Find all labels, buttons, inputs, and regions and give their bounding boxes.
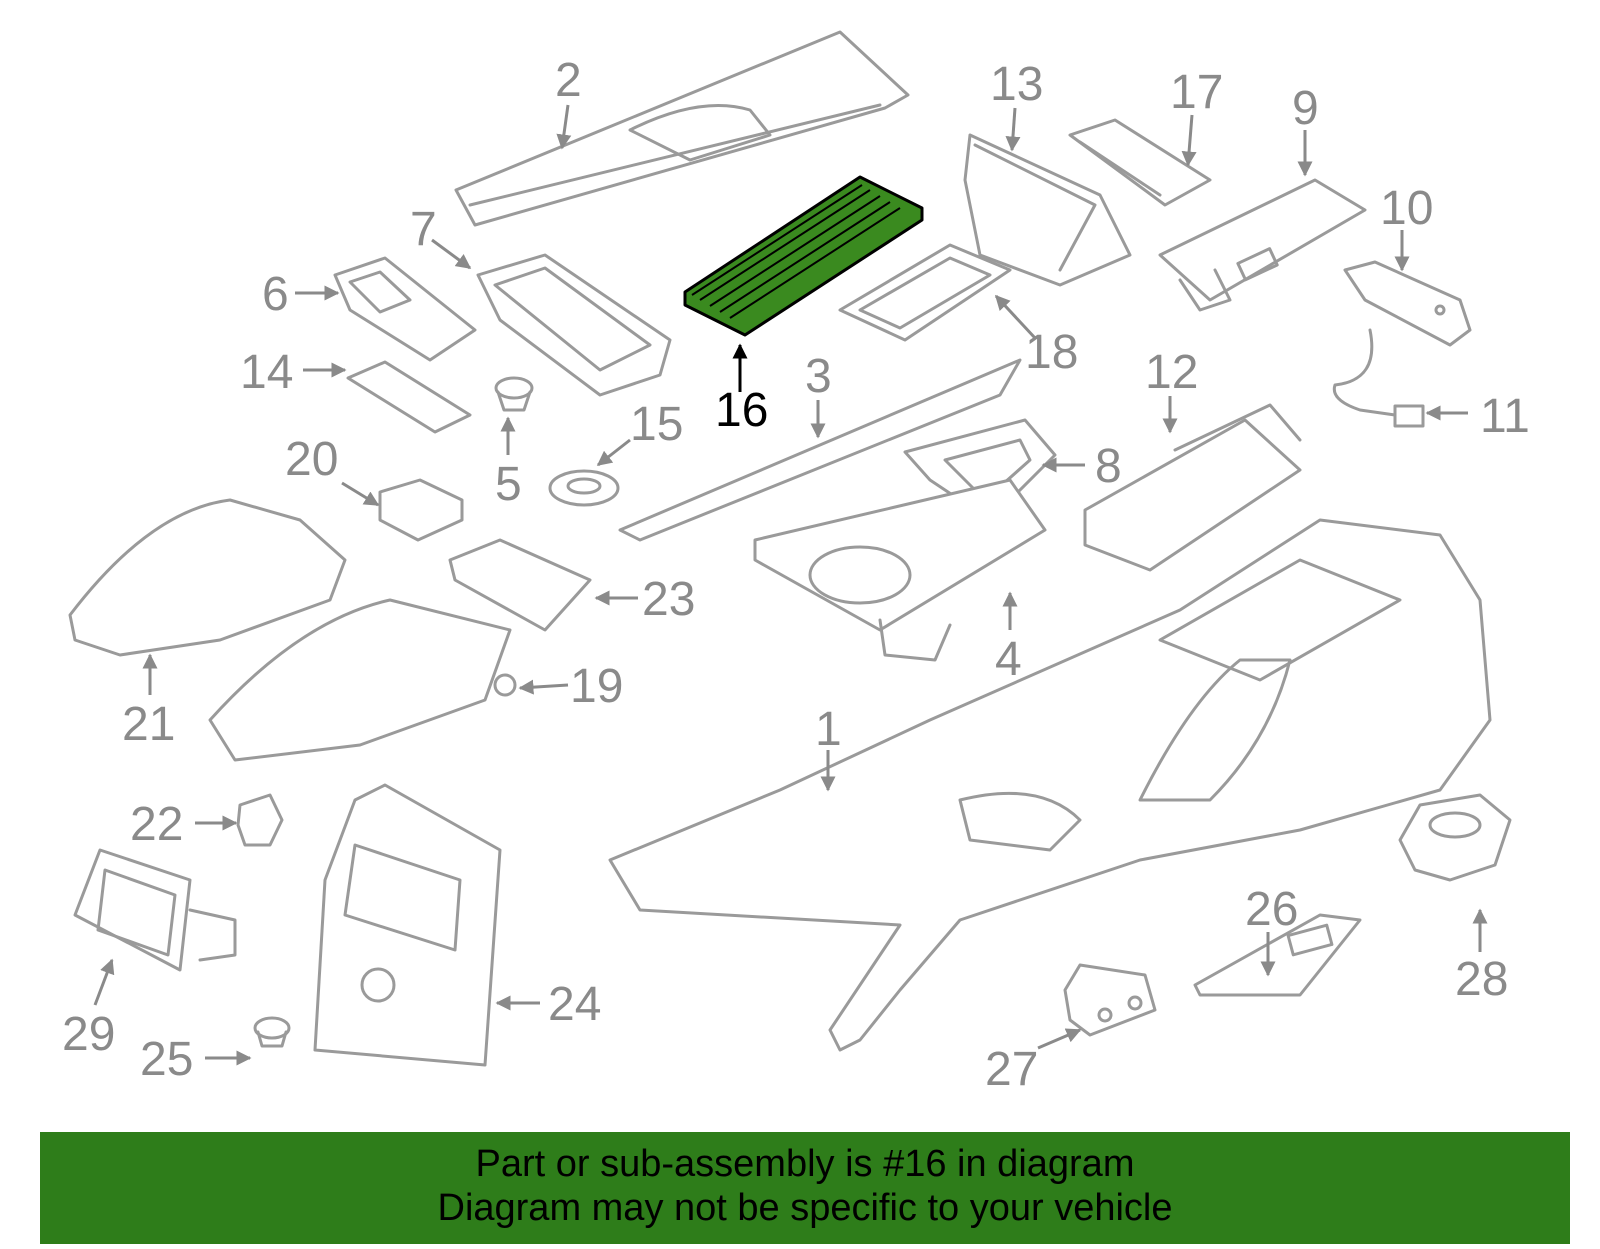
callout-14: 14 [240,346,293,399]
callout-12: 12 [1145,346,1198,399]
part-6-insert [333,256,477,362]
part-15-grommet [548,469,620,507]
callout-27: 27 [985,1043,1038,1096]
callout-22: 22 [130,798,183,851]
part-23-cover [448,538,592,632]
callout-5: 5 [495,458,522,511]
callout-24: 24 [548,978,601,1031]
callout-15: 15 [630,398,683,451]
leader-lines [93,104,1488,1066]
part-29-vent [73,848,237,972]
part-9-bracket [1158,178,1367,312]
part-5-plug [494,376,534,412]
callout-29: 29 [62,1008,115,1061]
callout-28: 28 [1455,953,1508,1006]
part-21-armrest-lid [68,498,347,657]
part-13-storage-box [963,133,1132,287]
part-27-switch [1063,963,1157,1037]
callout-labels: 2 13 17 9 10 11 12 18 6 7 14 5 15 16 3 8… [62,54,1530,1096]
part-25-plug [253,1016,291,1048]
callout-26: 26 [1245,883,1298,936]
part-19-armrest [208,598,517,762]
part-18-tray [838,243,1012,342]
part-17-tray [1068,118,1212,207]
callout-17: 17 [1170,66,1223,119]
callout-18: 18 [1025,326,1078,379]
part-8-bezel [903,418,1057,522]
part-7-tray [476,253,672,397]
part-11-harness [1332,328,1425,428]
callout-20: 20 [285,433,338,486]
part-12-module [1083,403,1302,572]
part-1-console [608,518,1492,1052]
callout-4: 4 [995,633,1022,686]
callout-1: 1 [815,703,842,756]
part-26-switch [1193,913,1362,997]
callout-23: 23 [642,573,695,626]
part-14-pad [346,360,472,434]
callout-8: 8 [1095,440,1122,493]
banner-line-1: Part or sub-assembly is #16 in diagram [475,1143,1135,1185]
part-16-highlighted-mat [683,175,924,337]
callout-19: 19 [570,660,623,713]
part-24-rear-panel [313,783,502,1067]
callout-9: 9 [1292,82,1319,135]
callout-10: 10 [1380,182,1433,235]
callout-3: 3 [805,350,832,403]
part-2-trim-strip [454,30,910,227]
part-10-bracket [1343,260,1472,347]
callout-25: 25 [140,1033,193,1086]
callout-7: 7 [410,203,437,256]
callout-11: 11 [1480,390,1530,443]
part-3-trim [618,358,1022,542]
callout-13: 13 [990,58,1043,111]
part-22-clip [236,793,284,847]
callout-21: 21 [122,698,175,751]
callout-6: 6 [262,268,289,321]
info-banner: Part or sub-assembly is #16 in diagram D… [40,1132,1570,1244]
part-4-cupholder [753,478,1047,662]
callout-16: 16 [715,384,768,437]
callout-2: 2 [555,54,582,107]
banner-line-2: Diagram may not be specific to your vehi… [437,1187,1173,1229]
part-20-block [378,478,464,542]
part-28-controller [1398,793,1512,882]
